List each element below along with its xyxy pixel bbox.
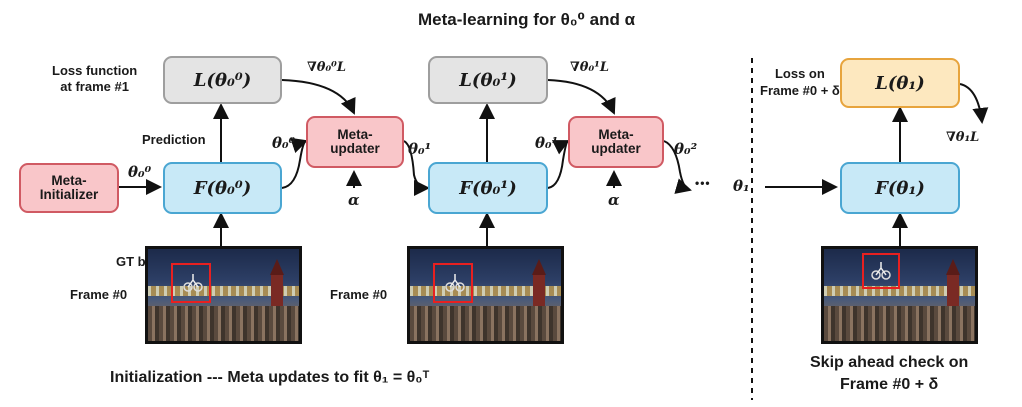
meta-initializer-box: Meta- Initializer	[19, 163, 119, 213]
rider-icon	[445, 274, 465, 292]
rider-icon	[871, 262, 891, 280]
loss-box-1: L(θ₀⁰)	[163, 56, 282, 104]
meta-updater-box-1: Meta- updater	[306, 116, 404, 168]
alpha-label-1: α	[348, 191, 360, 209]
ellipsis: •••	[695, 176, 711, 190]
arrow-l3-out	[959, 83, 989, 124]
meta-updater-box-1-label: Meta- updater	[330, 126, 380, 156]
model-box-1: F(θ₀⁰)	[163, 162, 282, 214]
arrow-updater1-to-f2	[403, 140, 430, 196]
gt-bounding-box	[433, 263, 473, 303]
alpha-label-2: α	[608, 191, 620, 209]
theta00-output-label: θ₀⁰	[272, 134, 296, 152]
arrow-f2-to-updater2	[547, 140, 570, 189]
model-box-2: F(θ₀¹)	[428, 162, 548, 214]
model-box-3-label: F(θ₁)	[875, 177, 925, 199]
loss-box-1-label: L(θ₀⁰)	[193, 69, 252, 91]
frame0-label-2: Frame #0	[330, 287, 388, 302]
frame-photo-1	[145, 246, 302, 344]
gt-bounding-box	[171, 263, 211, 303]
frame-photo-2	[407, 246, 564, 344]
loss-box-2: L(θ₀¹)	[428, 56, 548, 104]
loss-on-label: Loss on Frame #0 + δ	[760, 66, 840, 98]
bottom-caption-left: Initialization --- Meta updates to fit θ…	[110, 369, 430, 386]
arrow-l1-to-updater1	[281, 79, 356, 115]
gradient-label-2: ∇θ₀¹L	[570, 60, 609, 75]
model-box-3: F(θ₁)	[840, 162, 960, 214]
meta-updater-box-2-label: Meta- updater	[591, 126, 641, 156]
model-box-1-label: F(θ₀⁰)	[193, 177, 252, 199]
loss-box-3-label: L(θ₁)	[875, 72, 925, 94]
loss-function-label: Loss function at frame #1	[52, 63, 138, 95]
frame-photo-3	[821, 246, 978, 344]
bottom-caption-right: Skip ahead check on Frame #0 + δ	[810, 354, 969, 393]
rider-icon	[183, 274, 203, 292]
theta1-label: θ₁	[733, 177, 750, 195]
meta-updater-box-2: Meta- updater	[568, 116, 664, 168]
gradient-label-1: ∇θ₀⁰L	[307, 60, 346, 75]
meta-initializer-label: Meta- Initializer	[39, 172, 99, 202]
loss-box-3: L(θ₁)	[840, 58, 960, 108]
gradient-label-3: ∇θ₁L	[946, 130, 980, 145]
loss-box-2-label: L(θ₀¹)	[459, 69, 517, 91]
diagram-title: Meta-learning for θ₀⁰ and α	[418, 10, 636, 29]
arrow-l2-to-updater2	[547, 79, 616, 115]
theta01-output-label: θ₀¹	[408, 140, 432, 158]
theta01-input-label: θ₀¹	[535, 134, 559, 152]
arrow-f1-to-updater1	[281, 137, 308, 189]
gt-bounding-box	[862, 253, 900, 289]
arrow-updater2-out	[663, 140, 692, 194]
frame0-label-1: Frame #0	[70, 287, 128, 302]
theta00-input-label: θ₀⁰	[128, 163, 152, 181]
theta02-label: θ₀²	[674, 140, 698, 158]
model-box-2-label: F(θ₀¹)	[459, 177, 517, 199]
prediction-label: Prediction	[142, 132, 206, 147]
